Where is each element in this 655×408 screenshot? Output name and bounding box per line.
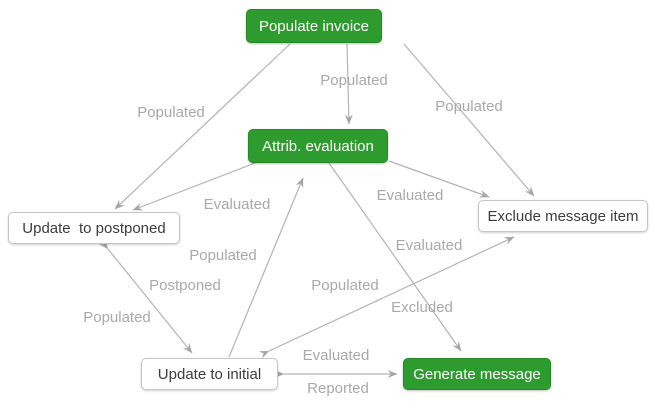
edge-label: Evaluated [303, 347, 370, 364]
edge-label: Excluded [391, 299, 453, 316]
edge-label: Reported [307, 380, 369, 397]
edge-label: Evaluated [204, 196, 271, 213]
edge-postponed-initial [98, 239, 193, 354]
edge-label: Populated [83, 309, 151, 326]
node-populate-invoice: Populate invoice [246, 9, 382, 43]
edge-label: Populated [311, 277, 379, 294]
edge-populate-to-postponed [114, 43, 291, 210]
edge-attrib-to-exclude [388, 160, 490, 198]
edge-label: Populated [435, 98, 503, 115]
edge-label: Evaluated [377, 187, 444, 204]
node-exclude-message-item: Exclude message item [478, 200, 648, 232]
edge-populate-to-attrib [344, 43, 353, 125]
edge-populate-to-exclude [403, 43, 535, 197]
node-attrib-evaluation: Attrib. evaluation [248, 129, 388, 163]
node-generate-message: Generate message [403, 358, 551, 390]
edge-initial-exclude [258, 236, 515, 359]
edge-attrib-to-postponed [132, 162, 256, 211]
edge-label: Postponed [149, 277, 221, 294]
node-update-to-postponed: Update to postponed [8, 212, 180, 244]
node-update-to-initial: Update to initial [141, 358, 278, 390]
edge-label: Evaluated [396, 237, 463, 254]
edge-label: Populated [137, 104, 205, 121]
edge-label: Populated [189, 247, 257, 264]
edge-label: Populated [320, 72, 388, 89]
